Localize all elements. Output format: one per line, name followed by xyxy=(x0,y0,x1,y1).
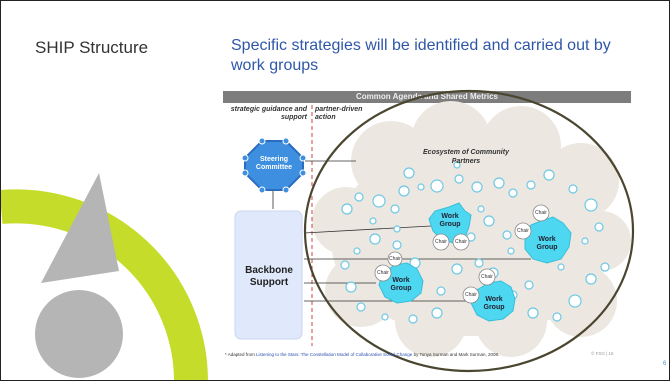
partner-driven-header: partner-driven action xyxy=(315,106,363,121)
steering-committee-label: Steering Committee xyxy=(255,156,293,171)
work-group-label: Work Group xyxy=(483,296,505,311)
decorative-wedge xyxy=(41,173,119,283)
chair-label: Chair xyxy=(377,270,389,276)
work-group-label: Work Group xyxy=(536,236,558,251)
backbone-label: Backbone Support xyxy=(245,265,293,288)
copyright: © FSG | 16 xyxy=(591,351,614,356)
backbone-box xyxy=(234,210,303,340)
page-number: 6 xyxy=(663,361,667,367)
footnote-suffix: by Tonya Surman and Mark Surman, 2008. xyxy=(413,352,500,357)
ecosystem-label: Ecosystem of Community Partners xyxy=(423,149,509,165)
chair-label: Chair xyxy=(465,292,477,298)
decorative-dot xyxy=(35,290,123,378)
decorative-graphic xyxy=(1,173,208,380)
chair-label: Chair xyxy=(535,210,547,216)
footnote-link[interactable]: Listening to the Stars: The Constellatio… xyxy=(256,352,413,357)
ecosystem-ellipse xyxy=(303,89,635,373)
partner-bubbles xyxy=(340,161,610,324)
footnote-prefix: * Adapted from xyxy=(225,352,255,357)
chair-label: Chair xyxy=(389,256,401,262)
chair-circles xyxy=(374,204,550,304)
work-group-label: Work Group xyxy=(439,213,461,228)
footnote: * Adapted from Listening to the Stars: T… xyxy=(225,352,525,357)
work-group-label: Work Group xyxy=(390,277,412,292)
slide-title: SHIP Structure xyxy=(35,38,149,57)
chair-label: Chair xyxy=(455,239,467,245)
figure-title: Specific strategies will be identified a… xyxy=(231,37,611,74)
ecosystem-cloud xyxy=(312,101,631,357)
steering-committee-beads xyxy=(241,137,307,194)
strategic-guidance-header: strategic guidance and support xyxy=(230,106,307,121)
chair-label: Chair xyxy=(517,228,529,234)
decorative-arc xyxy=(1,189,208,380)
chair-label: Chair xyxy=(481,274,493,280)
chair-label: Chair xyxy=(435,239,447,245)
